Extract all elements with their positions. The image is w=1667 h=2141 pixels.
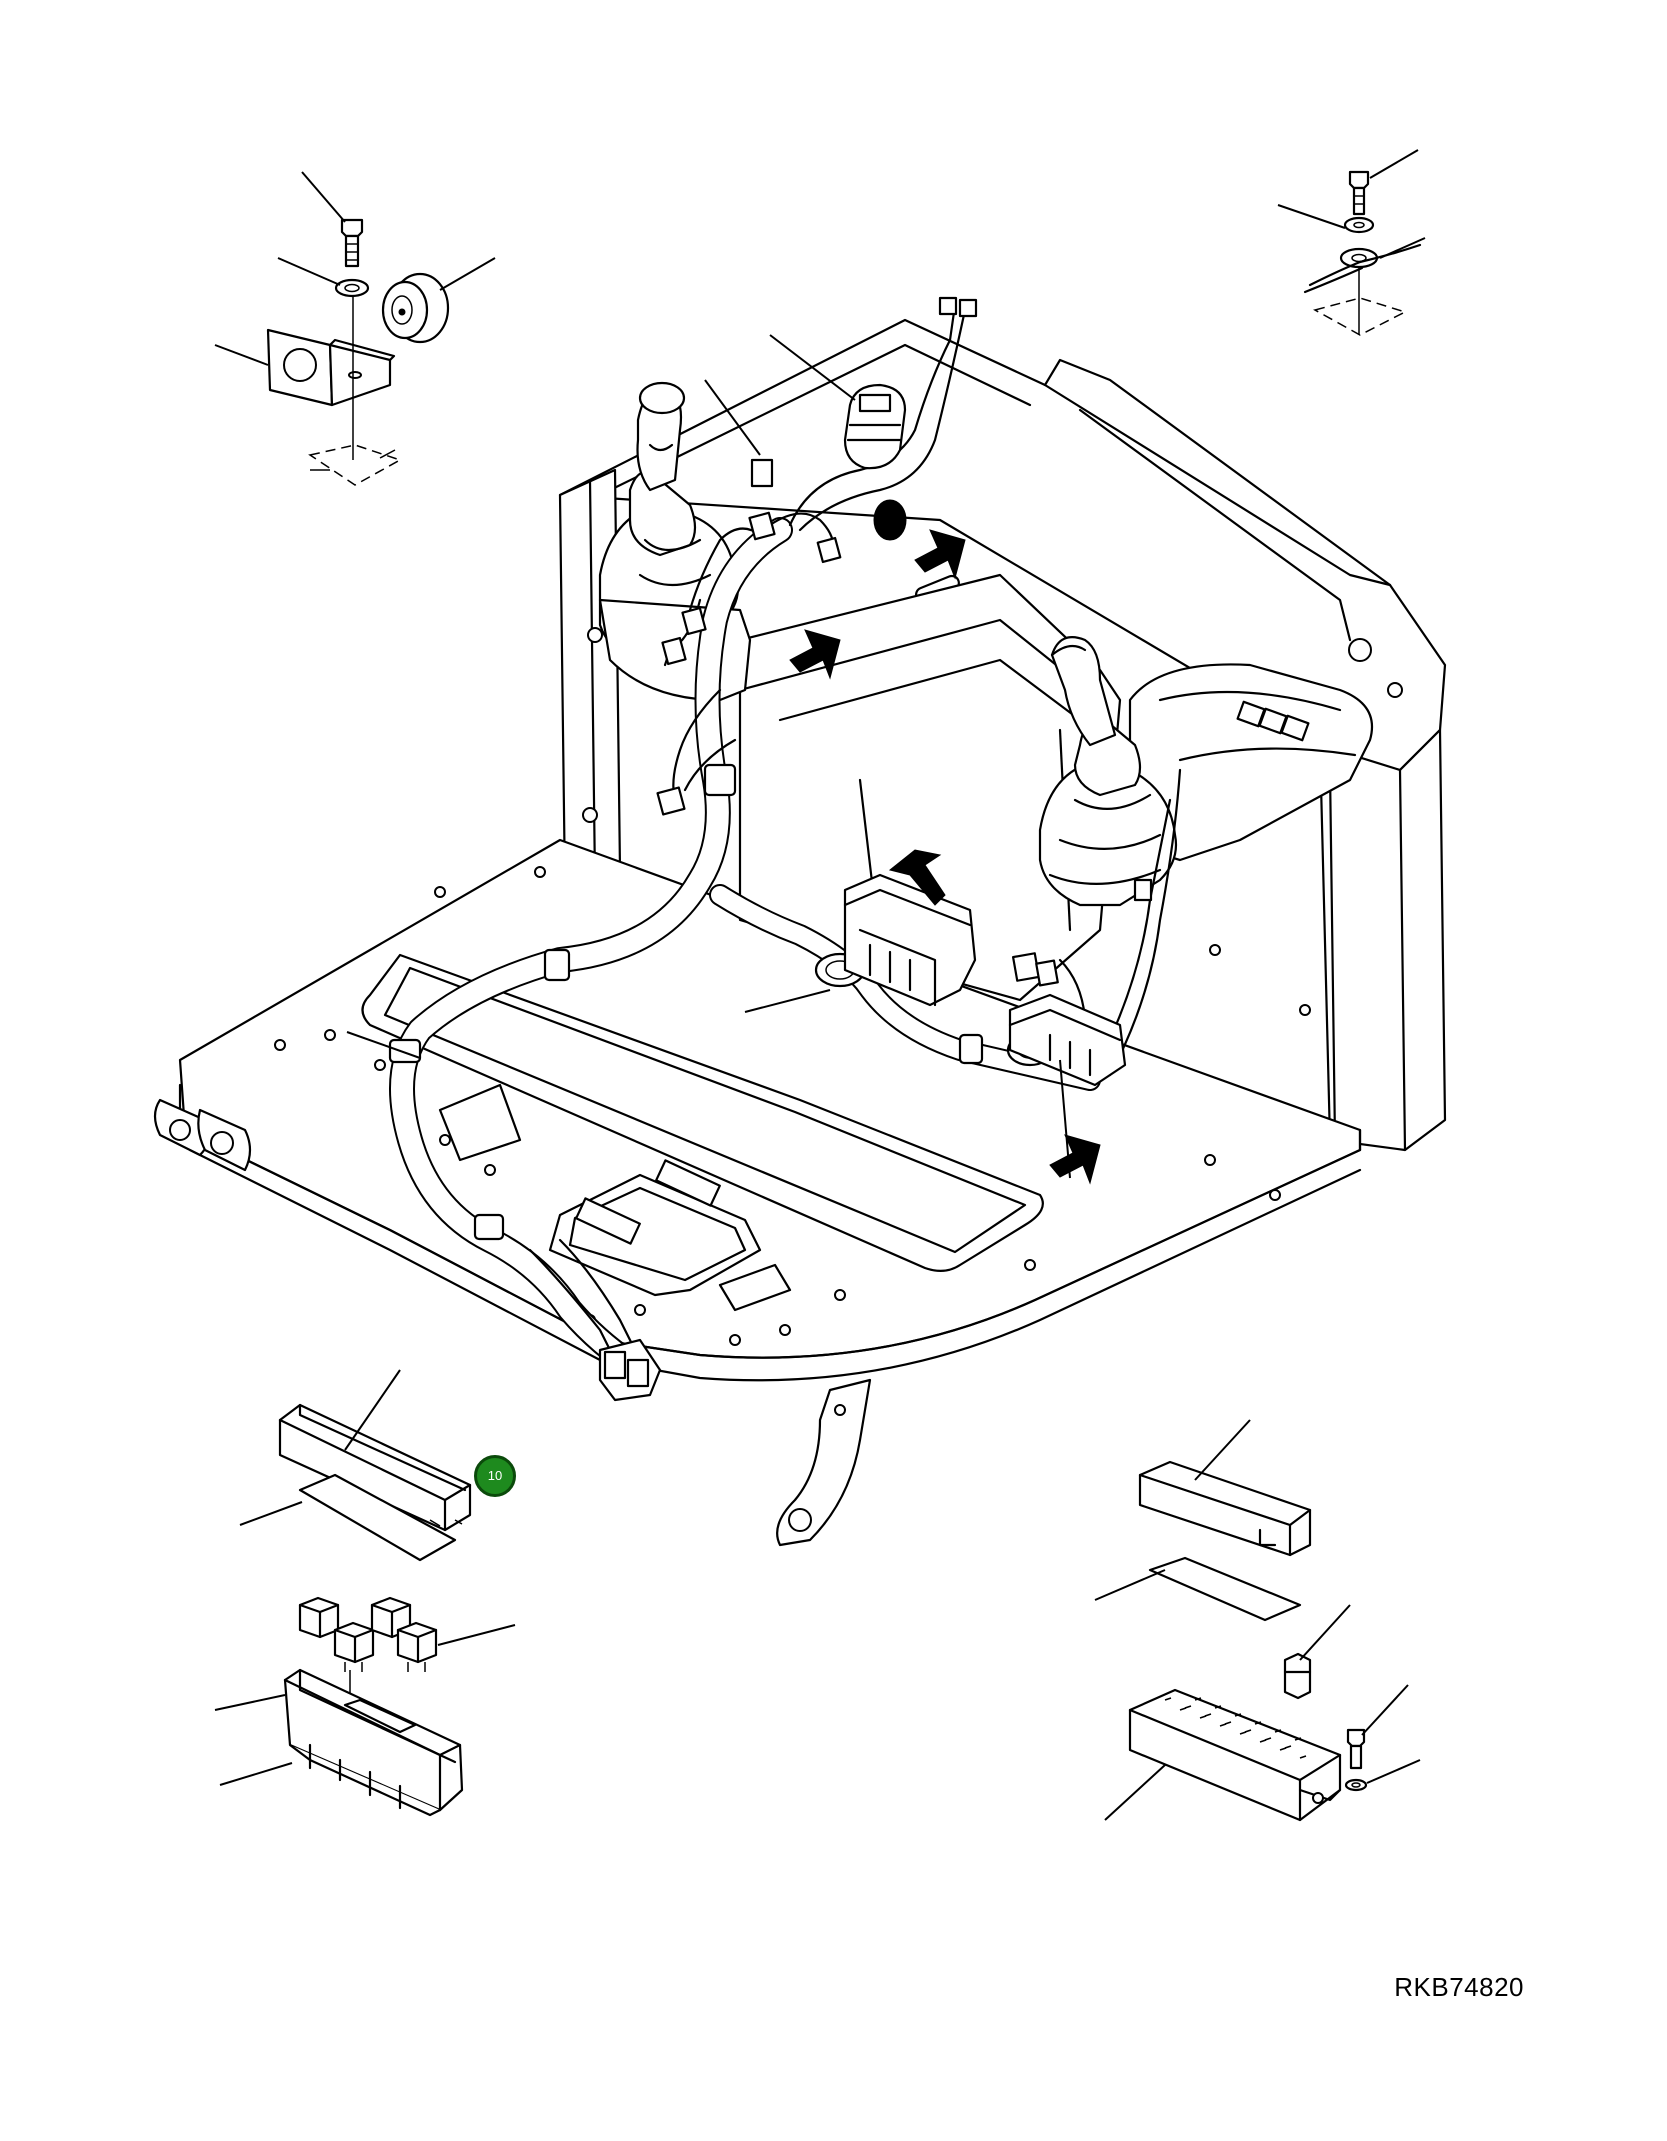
console-relay-block (1008, 952, 1127, 1087)
console-fuse-box (843, 873, 977, 1007)
right-joystick-console (1038, 636, 1374, 907)
fuse-block-slots (1164, 1697, 1307, 1759)
top-right-ground-bolt (1277, 149, 1426, 336)
indicator-arrows (789, 529, 1101, 1185)
drawing-code-label: RKB74820 (1394, 1972, 1524, 2002)
callout-badge[interactable]: 10 (474, 1455, 516, 1497)
top-left-buzzer-assembly (214, 171, 496, 486)
cab-floor-frame (153, 318, 1447, 1547)
bottom-left-fuse-box-assembly (214, 1369, 516, 1817)
main-leader-lines (346, 334, 1071, 1179)
bottom-right-fuse-block-assembly (1094, 1419, 1421, 1822)
